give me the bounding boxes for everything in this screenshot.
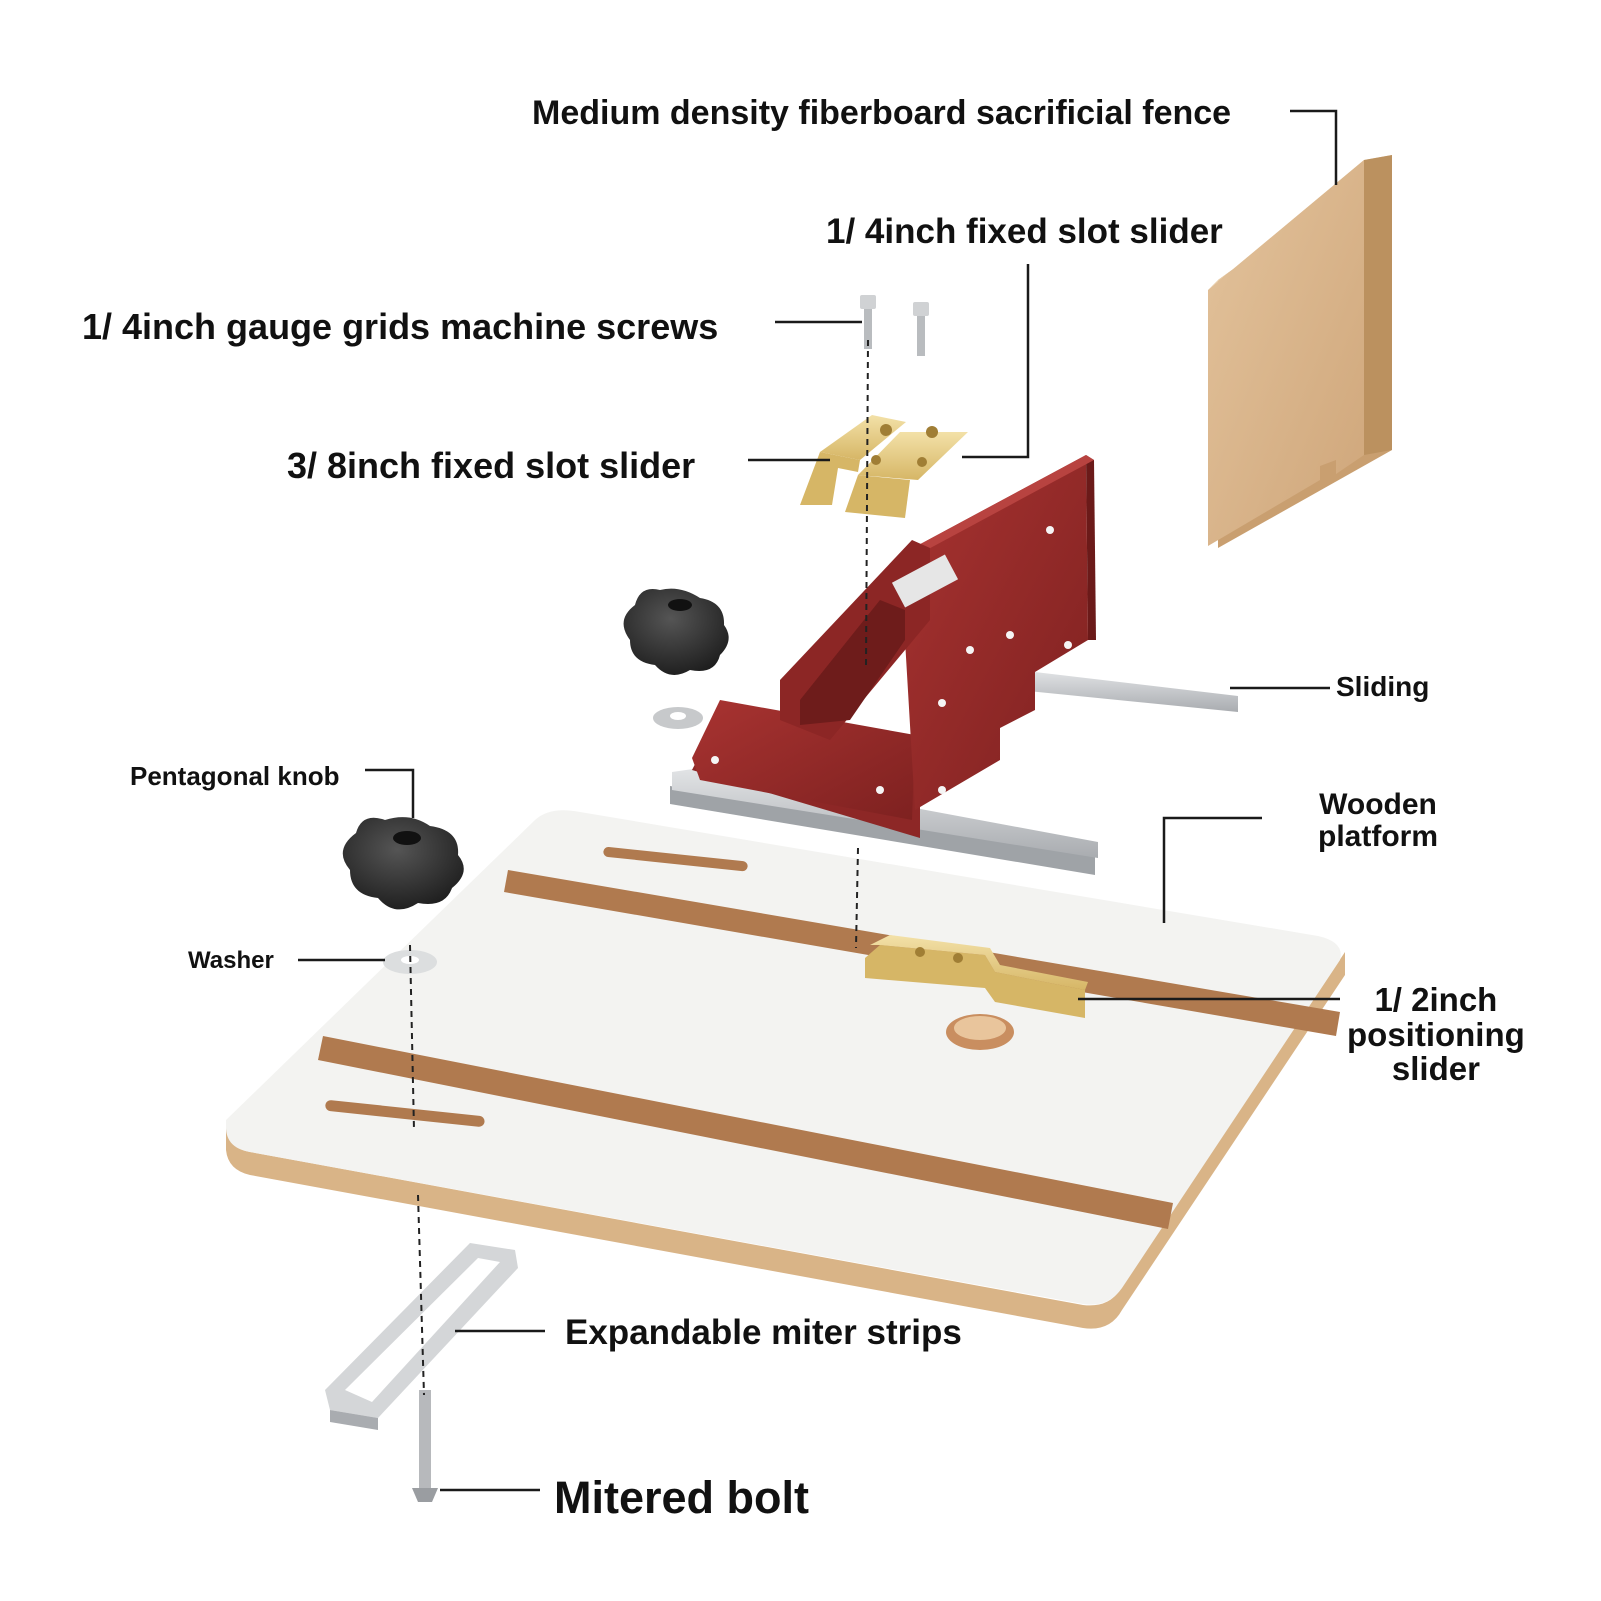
label-positioning-line1: 1/ 2inch <box>1374 981 1498 1018</box>
label-wooden-platform-line2: platform <box>1318 819 1438 853</box>
mitered-bolt <box>412 1390 438 1502</box>
brass-sliders-top <box>800 415 968 518</box>
assembly-lines <box>409 339 869 1396</box>
washer-upper <box>653 707 703 729</box>
positioning-slider <box>865 935 1088 1018</box>
machine-screws <box>860 295 929 356</box>
label-miter-strips: Expandable miter strips <box>565 1313 962 1352</box>
label-mitered-bolt: Mitered bolt <box>554 1472 809 1523</box>
red-jig-body <box>692 455 1096 838</box>
leader-lines <box>298 109 1340 1492</box>
mdf-fence-board <box>1208 155 1392 548</box>
label-mdf-fence: Medium density fiberboard sacrificial fe… <box>532 94 1232 132</box>
label-positioning-slider: 1/ 2inch positioning slider <box>1347 981 1525 1088</box>
label-washer: Washer <box>188 947 274 974</box>
label-quarter-inch-slider: 1/ 4inch fixed slot slider <box>826 212 1223 251</box>
label-pentagonal-knob: Pentagonal knob <box>130 761 340 791</box>
label-positioning-line2: positioning <box>1347 1015 1525 1053</box>
label-machine-screws: 1/ 4inch gauge grids machine screws <box>82 306 719 347</box>
knob-upper <box>623 588 729 675</box>
label-three-eighths-slider: 3/ 8inch fixed slot slider <box>287 445 696 486</box>
label-positioning-line3: slider <box>1391 1050 1480 1088</box>
label-wooden-platform-line1: Wooden <box>1319 788 1437 821</box>
knob-lower <box>342 817 464 910</box>
label-sliding: Sliding <box>1336 671 1430 702</box>
label-wooden-platform: Wooden platform <box>1318 789 1438 852</box>
